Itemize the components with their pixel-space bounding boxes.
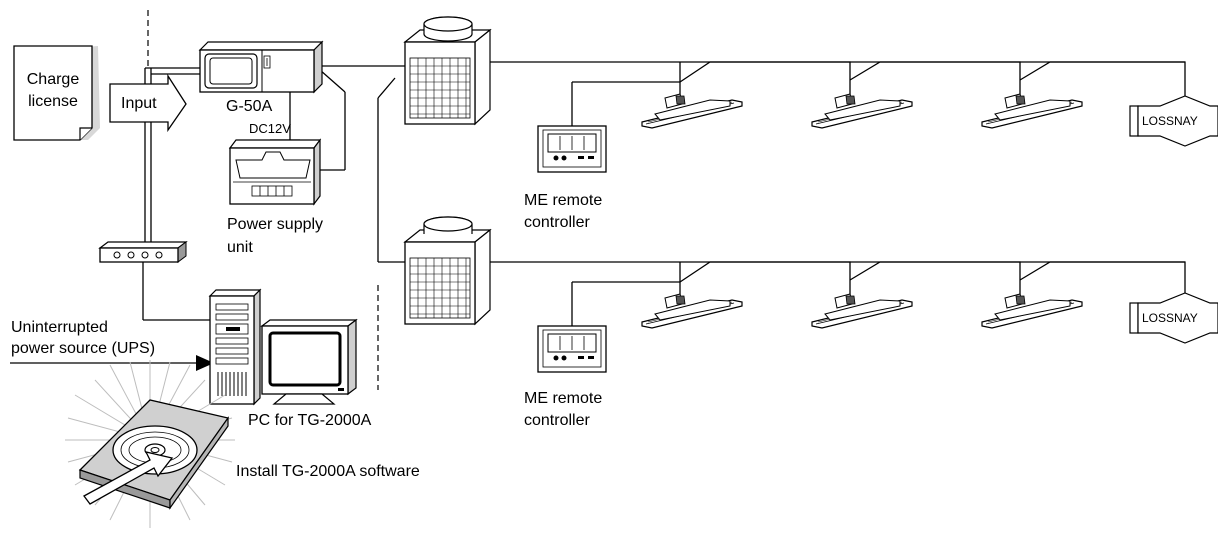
ups-arrow-icon	[10, 355, 214, 371]
me-remote-label-2-line1: ME remote	[524, 390, 603, 407]
outdoor-unit-icon	[403, 16, 492, 126]
lossnay-label-2: LOSSNAY	[1142, 311, 1198, 325]
charge-license-label-line2: license	[28, 93, 78, 110]
outdoor-unit-icon	[403, 216, 492, 326]
install-label: Install TG-2000A software	[236, 463, 420, 480]
power-supply-label-line2: unit	[227, 239, 253, 256]
g50a-label: G-50A	[226, 98, 273, 115]
lossnay-label-1: LOSSNAY	[1142, 114, 1198, 128]
lossnay-ventilator-icon	[1129, 292, 1218, 344]
monitor-icon	[260, 318, 358, 405]
power-supply-label-line1: Power supply	[227, 216, 324, 233]
pc-label: PC for TG-2000A	[248, 412, 372, 429]
power-supply-icon	[228, 138, 322, 206]
me-remote-label-1-line2: controller	[524, 214, 590, 231]
ups-label-line1: Uninterrupted	[11, 319, 108, 336]
cassette-indoor-unit-icon	[641, 93, 743, 129]
desktop-pc-icon	[208, 288, 262, 406]
arrow-right-icon	[109, 73, 187, 133]
g50a-controller-icon	[198, 40, 324, 94]
cd-rom-icon	[65, 360, 235, 528]
me-remote-label-2-line2: controller	[524, 412, 590, 429]
remote-controller-icon	[537, 325, 607, 373]
document-icon	[13, 45, 100, 141]
input-label: Input	[121, 95, 157, 112]
network-hub-icon	[98, 241, 188, 263]
cassette-indoor-unit-icon	[811, 93, 913, 129]
remote-controller-icon	[537, 125, 607, 173]
cassette-indoor-unit-icon	[811, 293, 913, 329]
cassette-indoor-unit-icon	[981, 293, 1083, 329]
ups-label-line2: power source (UPS)	[11, 340, 156, 357]
cassette-indoor-unit-icon	[981, 93, 1083, 129]
lossnay-ventilator-icon	[1129, 95, 1218, 147]
cassette-indoor-unit-icon	[641, 293, 743, 329]
me-remote-label-1-line1: ME remote	[524, 192, 603, 209]
dc12v-label: DC12V	[249, 121, 291, 136]
charge-license-label-line1: Charge	[26, 71, 80, 88]
